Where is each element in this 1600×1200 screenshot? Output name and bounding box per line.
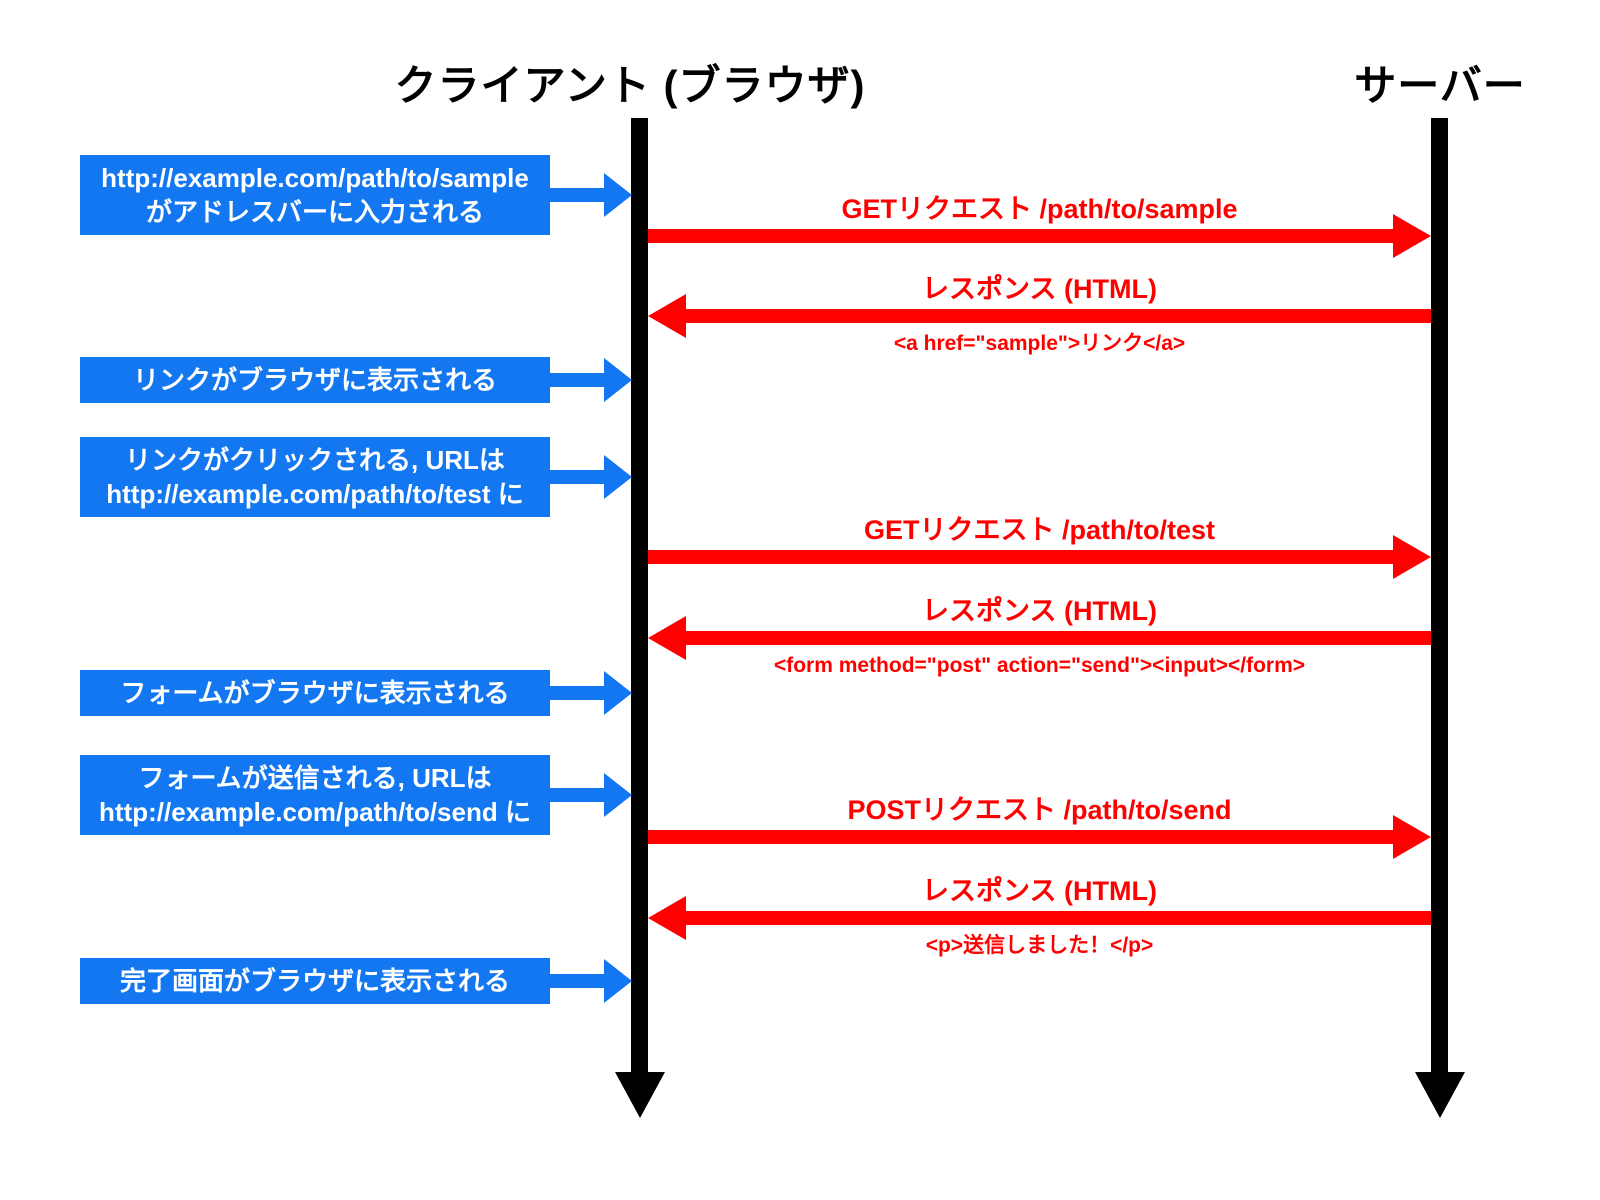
note-line: フォームが送信される, URLは bbox=[138, 763, 492, 793]
message-sublabel: <form method="post" action="send"><input… bbox=[773, 654, 1306, 677]
message-arrowhead-icon bbox=[648, 896, 686, 940]
note-arrow-icon bbox=[550, 788, 604, 802]
note-arrowhead-icon bbox=[604, 173, 632, 217]
message-arrowhead-icon bbox=[648, 294, 686, 338]
client-lifeline bbox=[631, 118, 648, 1072]
message-label: レスポンス (HTML) bbox=[922, 876, 1157, 906]
note-link-clicked: リンクがクリックされる, URLは http://example.com/pat… bbox=[80, 437, 550, 517]
message-arrow-right bbox=[648, 229, 1393, 243]
note-line: フォームがブラウザに表示される bbox=[120, 678, 510, 708]
note-line: http://example.com/path/to/sample bbox=[101, 163, 529, 193]
note-link-displayed: リンクがブラウザに表示される bbox=[80, 357, 550, 403]
note-line: 完了画面がブラウザに表示される bbox=[119, 966, 510, 996]
note-arrowhead-icon bbox=[604, 671, 632, 715]
server-lifeline-arrowhead-icon bbox=[1415, 1072, 1465, 1118]
message-sublabel: <a href="sample">リンク</a> bbox=[893, 332, 1186, 355]
message-sublabel: <p>送信しました！</p> bbox=[925, 934, 1154, 957]
message-label: レスポンス (HTML) bbox=[922, 596, 1157, 626]
client-lifeline-arrowhead-icon bbox=[615, 1072, 665, 1118]
message-arrow-left bbox=[686, 309, 1431, 323]
note-line: リンクがクリックされる, URLは bbox=[125, 445, 505, 475]
note-arrowhead-icon bbox=[604, 358, 632, 402]
note-arrow-icon bbox=[550, 686, 604, 700]
note-line: リンクがブラウザに表示される bbox=[132, 365, 497, 395]
message-arrow-left bbox=[686, 631, 1431, 645]
message-arrow-right bbox=[648, 830, 1393, 844]
message-arrowhead-icon bbox=[1393, 214, 1431, 258]
server-title: サーバー bbox=[1354, 62, 1526, 109]
note-completion-displayed: 完了画面がブラウザに表示される bbox=[80, 958, 550, 1004]
note-url-entered: http://example.com/path/to/sample がアドレスバ… bbox=[80, 155, 550, 235]
note-line: がアドレスバーに入力される bbox=[145, 197, 484, 227]
message-label: POSTリクエスト /path/to/send bbox=[847, 795, 1232, 825]
message-label: GETリクエスト /path/to/test bbox=[864, 515, 1215, 545]
note-arrowhead-icon bbox=[604, 455, 632, 499]
message-arrowhead-icon bbox=[1393, 815, 1431, 859]
note-arrowhead-icon bbox=[604, 959, 632, 1003]
note-arrow-icon bbox=[550, 373, 604, 387]
message-arrow-right bbox=[648, 550, 1393, 564]
note-arrow-icon bbox=[550, 470, 604, 484]
message-arrowhead-icon bbox=[1393, 535, 1431, 579]
message-label: レスポンス (HTML) bbox=[922, 274, 1157, 304]
note-arrowhead-icon bbox=[604, 773, 632, 817]
message-arrowhead-icon bbox=[648, 616, 686, 660]
client-title: クライアント (ブラウザ) bbox=[394, 62, 866, 109]
note-line: http://example.com/path/to/send に bbox=[99, 797, 531, 827]
note-form-submitted: フォームが送信される, URLは http://example.com/path… bbox=[80, 755, 550, 835]
note-arrow-icon bbox=[550, 974, 604, 988]
message-arrow-left bbox=[686, 911, 1431, 925]
note-form-displayed: フォームがブラウザに表示される bbox=[80, 670, 550, 716]
server-lifeline bbox=[1431, 118, 1448, 1072]
note-arrow-icon bbox=[550, 188, 604, 202]
message-label: GETリクエスト /path/to/sample bbox=[841, 194, 1238, 224]
note-line: http://example.com/path/to/test に bbox=[106, 479, 524, 509]
